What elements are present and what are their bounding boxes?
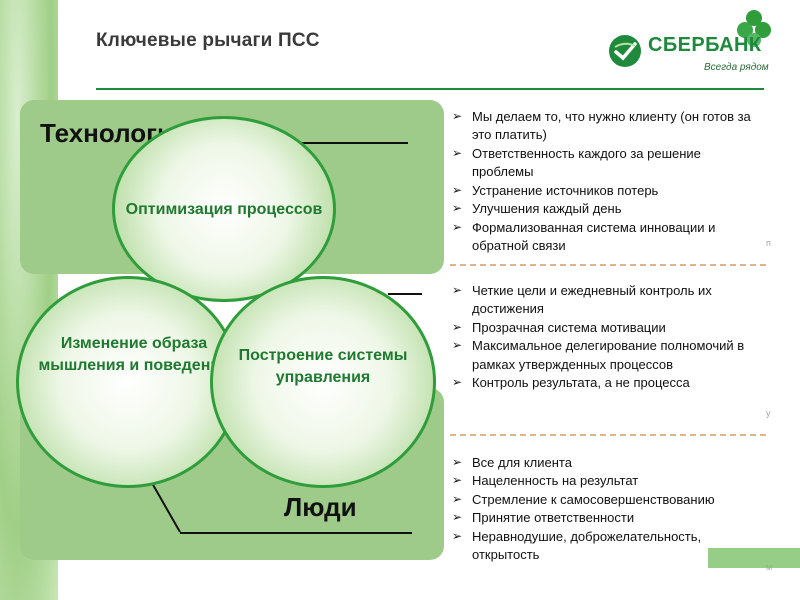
side-letter: п: [766, 238, 771, 248]
section-divider: [450, 264, 766, 266]
list-item: ➢ Ответственность каждого за решение проб…: [452, 145, 764, 182]
bullet-text: Принятие ответственности: [472, 510, 635, 526]
bullet-text: Улучшения каждый день: [472, 201, 622, 217]
list-item: ➢ Все для клиента: [452, 454, 768, 472]
people-label: Люди: [284, 492, 357, 522]
process-optimization-label: Оптимизация процессов: [125, 201, 323, 218]
arrow-bullet-icon: ➢: [452, 283, 463, 297]
management-system-circle: Построение системы управления: [210, 276, 436, 488]
clover-decoration-icon: [737, 10, 771, 47]
arrow-bullet-icon: ➢: [452, 338, 463, 353]
arrow-bullet-icon: ➢: [452, 375, 463, 390]
mindset-change-circle: Изменение образа мышления и поведения: [16, 276, 240, 488]
slide-title: Ключевые рычаги ПСС: [96, 30, 320, 51]
list-item: ➢ Улучшения каждый день: [452, 200, 764, 218]
sberbank-logo-icon: [609, 35, 641, 67]
list-item: ➢ Максимальное делегирование полномочий в…: [452, 337, 764, 374]
bullet-text: Прозрачная система мотивации: [472, 319, 666, 335]
arrow-bullet-icon: ➢: [452, 473, 463, 488]
title-divider: [96, 88, 764, 90]
corner-accent: [708, 548, 800, 568]
mindset-change-label: Изменение образа мышления и поведения: [38, 335, 230, 375]
bullet-text: Формализованная система инновации и обра…: [472, 219, 716, 254]
bullet-text: Ответственность каждого за решение пробл…: [472, 145, 701, 180]
arrow-bullet-icon: ➢: [452, 491, 463, 506]
list-item: ➢ Принятие ответственности: [452, 509, 768, 527]
management-system-label: Построение системы управления: [238, 347, 408, 387]
technology-bullet-list: ➢ Мы делаем то, что нужно клиенту (он гот…: [452, 108, 764, 256]
sberbank-logo: СБЕРБАНК Всегда рядом: [608, 34, 770, 76]
bullet-text: Мы делаем то, что нужно клиенту (он гото…: [472, 109, 751, 143]
list-item: ➢ Мы делаем то, что нужно клиенту (он гот…: [452, 108, 764, 145]
arrow-bullet-icon: ➢: [452, 219, 463, 234]
list-item: ➢ Устранение источников потерь: [452, 182, 764, 200]
arrow-bullet-icon: ➢: [452, 109, 463, 123]
people-bullet-list: ➢ Все для клиента ➢ Нацеленность на резуль…: [452, 454, 768, 565]
connector-line-middle: [388, 293, 422, 295]
bullet-text: Нацеленность на результат: [472, 473, 639, 489]
arrow-bullet-icon: ➢: [452, 455, 463, 469]
arrow-bullet-icon: ➢: [452, 182, 463, 197]
process-optimization-circle: Оптимизация процессов: [112, 116, 336, 302]
bullet-text: Контроль результата, а не процесса: [472, 375, 690, 391]
list-item: ➢ Неравнодушие, доброжелательность, откры…: [452, 528, 768, 565]
section-divider: [450, 434, 766, 436]
list-item: ➢ Четкие цели и ежедневный контроль их до…: [452, 282, 764, 319]
list-item: ➢ Нацеленность на результат: [452, 472, 768, 490]
side-letter: у: [766, 408, 771, 418]
logo-slogan: Всегда рядом: [704, 62, 769, 73]
list-item: ➢ Стремление к самосовершенствованию: [452, 491, 768, 509]
arrow-bullet-icon: ➢: [452, 145, 463, 160]
list-item: ➢ Формализованная система инновации и обр…: [452, 219, 764, 256]
connector-diagonal: [147, 475, 181, 533]
management-bullet-list: ➢ Четкие цели и ежедневный контроль их до…: [452, 282, 764, 393]
bullet-text: Стремление к самосовершенствованию: [472, 491, 715, 507]
list-item: ➢ Прозрачная система мотивации: [452, 319, 764, 337]
bullet-text: Все для клиента: [472, 455, 572, 470]
bullet-text: Устранение источников потерь: [472, 182, 659, 198]
bullet-text: Четкие цели и ежедневный контроль их дос…: [472, 283, 712, 317]
arrow-bullet-icon: ➢: [452, 319, 463, 334]
logo-name: СБЕРБАНК: [648, 34, 762, 56]
bullet-text: Максимальное делегирование полномочий в …: [472, 338, 745, 372]
connector-line-bottom: [180, 532, 412, 534]
bullet-text: Неравнодушие, доброжелательность, открыт…: [472, 528, 702, 563]
arrow-bullet-icon: ➢: [452, 510, 463, 525]
list-item: ➢ Контроль результата, а не процесса: [452, 374, 764, 392]
arrow-bullet-icon: ➢: [452, 201, 463, 216]
arrow-bullet-icon: ➢: [452, 528, 463, 543]
connector-line-top: [300, 142, 408, 144]
